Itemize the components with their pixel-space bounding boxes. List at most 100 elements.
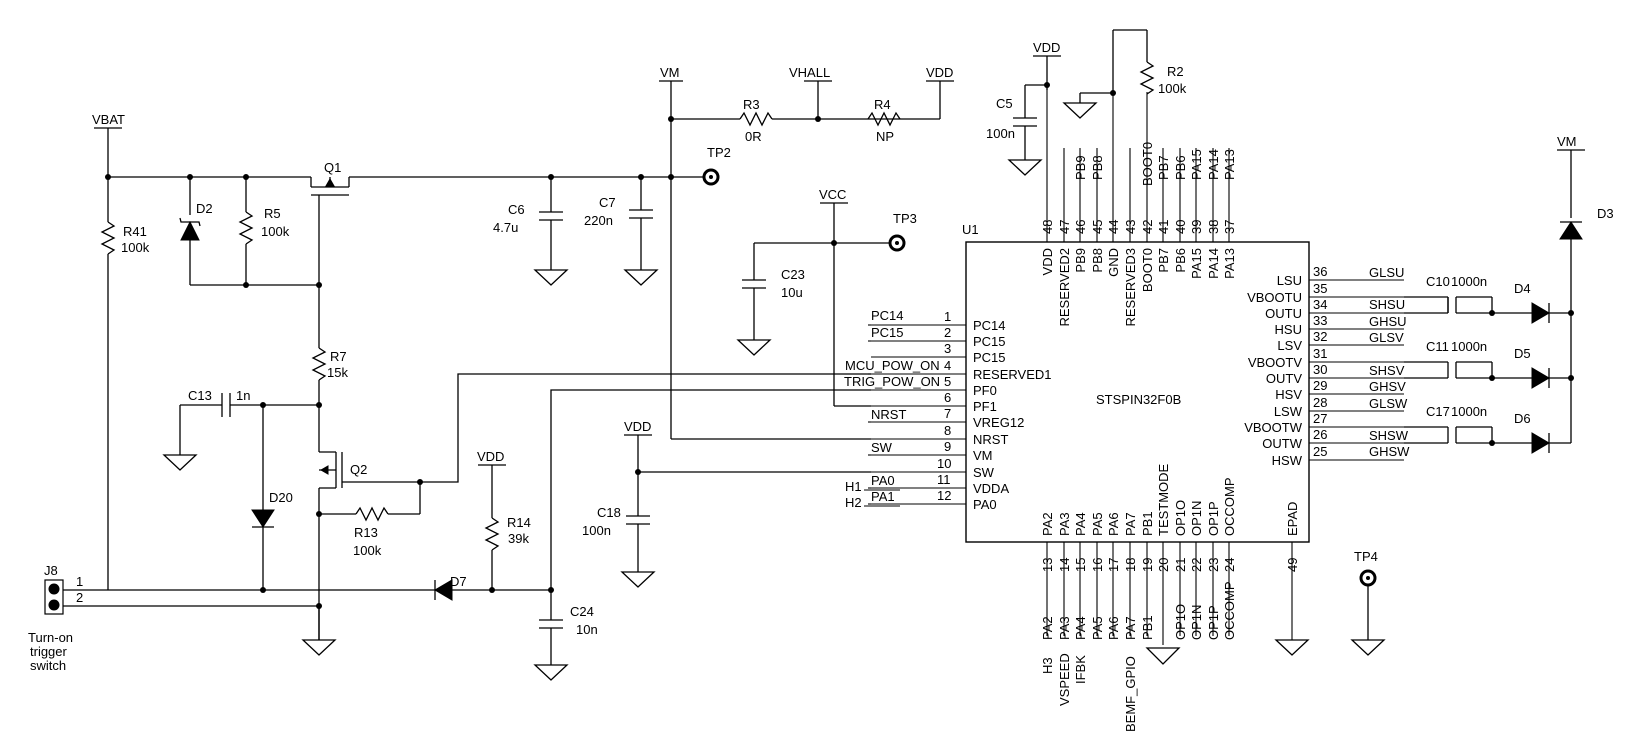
note-ifbk: IFBK [1073, 655, 1088, 684]
capacitor-c13: C13 1n [162, 388, 319, 471]
c7-value: 220n [584, 213, 613, 228]
testpoint-tp4: TP4 [1350, 549, 1386, 656]
resistor-r41: R41 100k [100, 177, 150, 590]
pin-11-name: VDDA [973, 481, 1009, 496]
pin-6-num: 6 [944, 390, 951, 405]
pin-43-name: RESERVED3 [1123, 248, 1138, 327]
pin-14-num: 14 [1057, 558, 1072, 572]
pin-12-name: PA0 [973, 497, 997, 512]
j8-pin2: 2 [76, 590, 83, 605]
bootstrap-u: C10 1000n D4 [1404, 274, 1571, 324]
r3-value: 0R [745, 129, 762, 144]
pin-16-name: PA5 [1090, 512, 1105, 536]
pin-10-name: SW [973, 465, 995, 480]
pin-25-num: 25 [1313, 444, 1327, 459]
c18-ref: C18 [597, 505, 621, 520]
pin-27-num: 27 [1313, 411, 1327, 426]
note-vspeed: VSPEED [1057, 653, 1072, 706]
pin-32-name: LSV [1277, 338, 1302, 353]
d7-ref: D7 [450, 574, 467, 589]
resistor-r4: R4 NP VDD [867, 65, 954, 144]
r13-value: 100k [353, 543, 382, 558]
pin-30-name: OUTV [1266, 371, 1302, 386]
net-boot0: BOOT0 [1140, 142, 1155, 186]
pin-2-name: PC15 [973, 334, 1006, 349]
pin-8-name: NRST [973, 432, 1008, 447]
net-shsv: SHSV [1369, 363, 1405, 378]
capacitor-c18: VDD C18 100n [582, 419, 871, 588]
net-pa15: PA15 [1189, 149, 1204, 180]
bootstrap-section: VM D3 C10 1000n D4 [1404, 134, 1614, 454]
note-h1: H1 [845, 479, 862, 494]
pin-16-num: 16 [1090, 558, 1105, 572]
net-pa7: PA7 [1123, 616, 1138, 640]
pin-22-num: 22 [1189, 558, 1204, 572]
pin-19-num: 19 [1140, 558, 1155, 572]
pin-48-name: VDD [1040, 248, 1055, 275]
pin-36-name: LSU [1277, 273, 1302, 288]
c13-ref: C13 [188, 388, 212, 403]
pin-4-num: 4 [944, 358, 951, 373]
pin-42-name: BOOT0 [1140, 248, 1155, 292]
pin-36-num: 36 [1313, 264, 1327, 279]
r41-value: 100k [121, 240, 150, 255]
d2-ref: D2 [196, 201, 213, 216]
pin-46-name: PB9 [1073, 248, 1088, 273]
j8-pin1: 1 [76, 574, 83, 589]
note-bemf-gpio: BEMF_GPIO [1123, 656, 1138, 732]
c5-value: 100n [986, 126, 1015, 141]
vm-section: C6 4.7u C7 220n VM TP2 R3 0R [493, 65, 954, 440]
pin-5-num: 5 [944, 374, 951, 389]
pin-41-num: 41 [1156, 220, 1171, 234]
net-ghsu: GHSU [1369, 314, 1407, 329]
pin-35-num: 35 [1313, 281, 1327, 296]
c11-ref: C11 [1426, 339, 1449, 354]
pin-48-num: 48 [1040, 220, 1055, 234]
epad-name: EPAD [1285, 502, 1300, 536]
pin-39-name: PA15 [1189, 248, 1204, 279]
mosfet-q2: Q2 [316, 438, 423, 640]
c7-ref: C7 [599, 195, 616, 210]
q2-ref: Q2 [350, 462, 367, 477]
pin-5-name: PF0 [973, 383, 997, 398]
pin-26-name: OUTW [1262, 436, 1302, 451]
pin-2-num: 2 [944, 325, 951, 340]
r7-ref: R7 [330, 349, 347, 364]
pin-24-num: 24 [1222, 558, 1237, 572]
top-bias-section: VDD C5 100n R2 100k [986, 29, 1187, 176]
net-op1o: OP1O [1173, 604, 1188, 640]
net-pb7: PB7 [1156, 155, 1171, 180]
r5-value: 100k [261, 224, 290, 239]
r14-value: 39k [508, 531, 529, 546]
pin-37-num: 37 [1222, 220, 1237, 234]
c23-ref: C23 [781, 267, 805, 282]
c17-value: 1000n [1451, 404, 1487, 419]
pin-42-num: 42 [1140, 220, 1155, 234]
c11-value: 1000n [1451, 339, 1487, 354]
pin-33-name: HSU [1275, 322, 1302, 337]
pin-11-num: 11 [937, 472, 951, 487]
ic-u1: U1 STSPIN32F0B 1 [844, 85, 1410, 665]
pin-28-name: LSW [1274, 404, 1303, 419]
r41-ref: R41 [123, 224, 147, 239]
tp3-label: TP3 [893, 211, 917, 226]
pin-23-name: OP1P [1206, 501, 1221, 536]
pin-44-name: GND [1106, 248, 1121, 277]
pin-1-name: PC14 [973, 318, 1006, 333]
net-pa13: PA13 [1222, 149, 1237, 180]
net-shsw: SHSW [1369, 428, 1409, 443]
net-trig-pow-on: TRIG_POW_ON [844, 374, 940, 389]
pin-45-num: 45 [1090, 220, 1105, 234]
net-pa5: PA5 [1090, 616, 1105, 640]
net-glsu: GLSU [1369, 265, 1404, 280]
pin-7-num: 7 [944, 406, 951, 421]
resistor-r13: R13 100k [319, 482, 421, 558]
ic-left-pins [864, 324, 966, 507]
pin-32-num: 32 [1313, 329, 1327, 344]
j8-caption-2: trigger [30, 644, 68, 659]
pin-40-name: PB6 [1173, 248, 1188, 273]
d5-ref: D5 [1514, 346, 1531, 361]
net-label-vhall: VHALL [789, 65, 830, 80]
j8-caption-3: switch [30, 658, 66, 673]
rotated-labels: 48 47 46 45 44 43 42 41 40 39 38 37 VDD … [1040, 142, 1300, 732]
